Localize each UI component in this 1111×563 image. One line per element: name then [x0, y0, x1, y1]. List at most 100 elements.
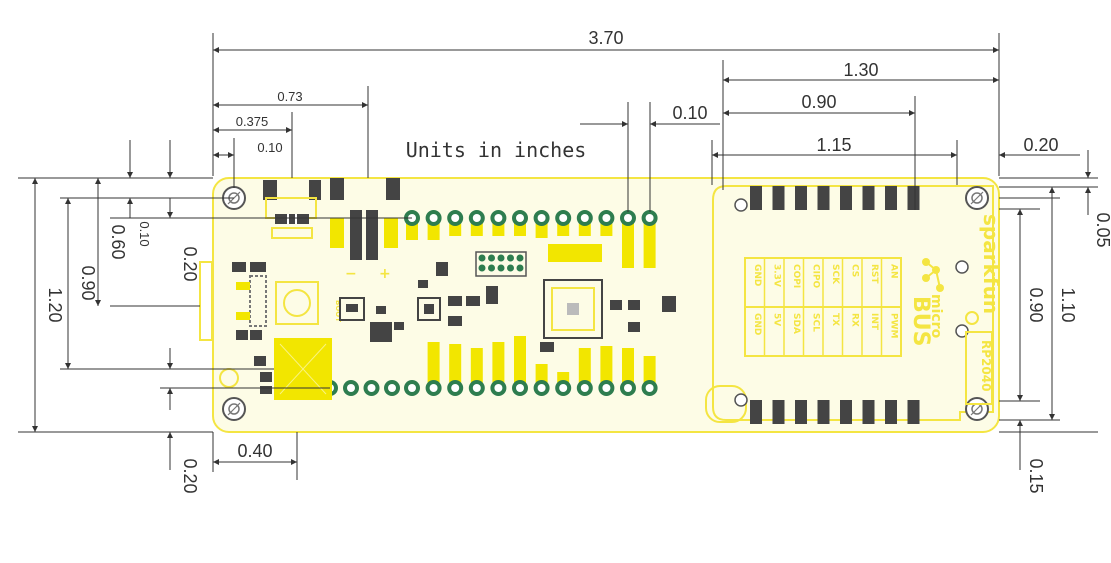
mikrobus-pin-label: 5V [771, 313, 781, 326]
mikrobus-pad [862, 400, 875, 424]
mikrobus-pin-label: AN [888, 264, 898, 279]
mikrobus-pin-label: CIPO [810, 264, 820, 289]
pad-trace [427, 342, 440, 388]
mikrobus-pin-label: SDA [791, 313, 801, 334]
center-components [339, 244, 676, 352]
mikrobus-pin-label: RST [869, 264, 879, 284]
debug-pin [478, 254, 486, 262]
mikrobus-pin-label: GND [752, 313, 762, 335]
mikrobus-pad [885, 186, 897, 210]
dim-right-height-total: 1.10 [1058, 287, 1078, 322]
mikrobus-pad [840, 400, 852, 424]
mikrobus-pin-label: CS [849, 264, 859, 277]
dim-right-top-offset: 0.05 [1093, 212, 1111, 247]
debug-pin [497, 264, 505, 272]
mikrobus-pin-grid: ANRSTCSSCKCIPOCOPI3.3VGNDPWMINTRXTXSCLSD… [744, 257, 902, 357]
header-pin [533, 210, 550, 226]
minus-label: − [345, 266, 357, 282]
pad-trace [514, 336, 526, 388]
units-label: Units in inches [406, 138, 587, 162]
header-pin [343, 380, 359, 396]
pad-trace [492, 342, 505, 388]
dim-right-hole-span: 0.90 [1026, 287, 1046, 322]
header-pin [512, 210, 528, 226]
mikrobus-pin-label: SCL [810, 313, 820, 332]
left-components [199, 261, 332, 400]
debug-pin [497, 254, 505, 262]
dim-bottom-left-height: 0.20 [180, 458, 200, 493]
header-pin [512, 380, 528, 396]
dim-hole-inset: 0.10 [137, 221, 152, 246]
dim-total-width: 3.70 [588, 28, 623, 48]
header-pin [425, 210, 442, 226]
header-pin [620, 380, 636, 396]
dim-usb-height: 0.60 [108, 224, 128, 259]
header-pin [576, 210, 593, 226]
mikrobus-pad [772, 186, 785, 210]
top-header-pads [404, 210, 658, 268]
dim-right-bottom-offset: 0.15 [1026, 458, 1046, 493]
bus-label: BUS [908, 296, 933, 346]
debug-pin [516, 264, 524, 272]
pad-trace [643, 356, 656, 388]
mikrobus-pin-label: GND [752, 264, 762, 286]
dim-mikrobus-hole-span: 0.90 [801, 92, 836, 112]
dim-mikrobus-width: 1.30 [843, 60, 878, 80]
mikrobus-pin-label: COPI [791, 264, 801, 288]
header-pin [447, 380, 464, 396]
pad-trace [449, 344, 462, 388]
mikrobus-pad [817, 186, 830, 210]
header-pin [404, 380, 420, 396]
mikrobus-pad [750, 400, 762, 424]
mikrobus-pad [817, 400, 830, 424]
mikrobus-pin-label: TX [830, 313, 840, 326]
debug-pin [488, 264, 495, 272]
header-pin [468, 380, 485, 396]
debug-pin [488, 254, 495, 262]
dim-header-offset: 0.20 [180, 246, 200, 281]
plus-label: + [379, 266, 391, 282]
header-pin [384, 380, 400, 396]
mikrobus-pin-label: RX [849, 313, 859, 327]
mikrobus-pad [840, 186, 852, 210]
mounting-hole-icon [965, 186, 989, 210]
dim-left-height-total: 1.20 [45, 287, 65, 322]
debug-pin [507, 254, 514, 262]
mikrobus-pad [795, 186, 807, 210]
mikrobus-pin-label: 3.3V [771, 264, 781, 287]
mikrobus-pin-label: INT [869, 313, 879, 331]
sparkfun-flame-icon [965, 311, 979, 325]
dim-mikrobus-header-span: 1.15 [816, 135, 851, 155]
mikrobus-pad [772, 400, 785, 424]
debug-pin [507, 264, 514, 272]
mikrobus-outline [712, 185, 994, 421]
micro-label: micro [928, 294, 944, 339]
header-pin [363, 380, 380, 396]
header-pin [641, 210, 658, 226]
pad-trace [578, 348, 591, 388]
mikrobus-pin-label: SCK [830, 264, 840, 285]
pad-trace [600, 346, 613, 388]
dim-right-margin: 0.20 [1023, 135, 1058, 155]
dim-left-hole-span: 0.90 [78, 265, 98, 300]
header-pin [490, 380, 507, 396]
mikrobus-pad [795, 400, 807, 424]
dimension-labels: 3.70 1.30 0.90 0.10 1.15 0.20 0.73 0.375… [45, 28, 1111, 494]
header-pin [555, 380, 572, 396]
header-pin [620, 210, 636, 226]
rp2040-label: RP2040 [979, 340, 993, 391]
mikrobus-pad [750, 186, 762, 210]
dim-usb-width: 0.73 [277, 89, 302, 104]
header-pin [533, 380, 550, 396]
header-pin [468, 210, 485, 226]
header-pin [576, 380, 593, 396]
mikrobus-header-pads [750, 186, 920, 424]
header-pin [555, 210, 572, 226]
header-pin [641, 380, 658, 396]
debug-pin [516, 254, 524, 262]
mikrobus-pad [907, 186, 920, 210]
dim-usb-offset: 0.375 [236, 114, 269, 129]
header-pin [598, 210, 615, 226]
debug-header [478, 254, 524, 272]
